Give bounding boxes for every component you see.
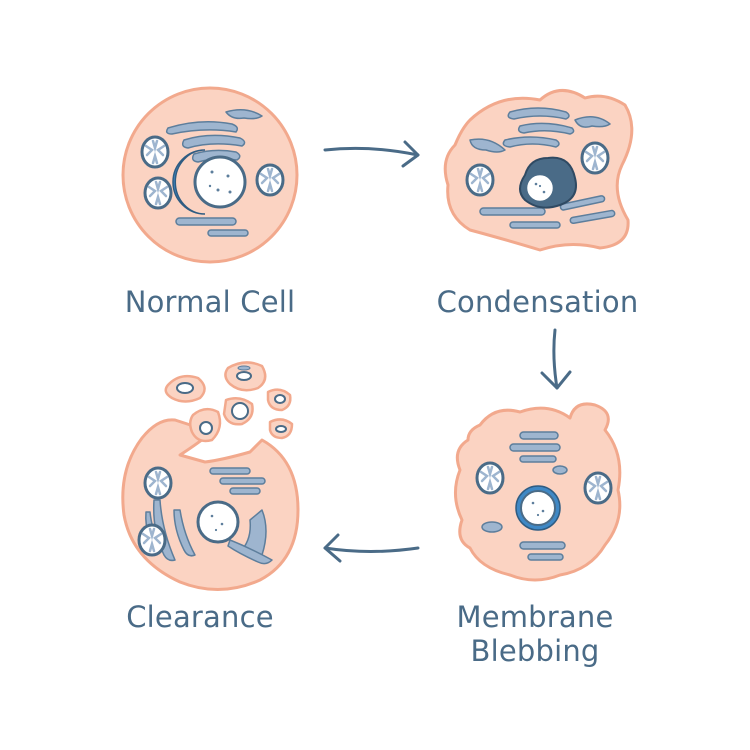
arrow-down [540, 328, 572, 390]
nuclear-envelope [172, 149, 206, 215]
label-clearance: Clearance [126, 600, 274, 634]
arrow-left [323, 533, 420, 563]
arrows [323, 140, 572, 563]
golgi-apparatus [165, 109, 263, 163]
condensed-cell [443, 89, 634, 252]
blebbing-cell [454, 402, 622, 582]
label-membrane-blebbing: Membrane Blebbing [420, 600, 650, 668]
nucleus [193, 155, 247, 209]
clearance-cell [121, 361, 300, 591]
normal-cell [121, 86, 299, 264]
label-normal-cell: Normal Cell [124, 285, 296, 319]
arrow-right [323, 140, 420, 168]
label-line-2: Blebbing [470, 634, 600, 668]
label-line-1: Membrane [456, 600, 614, 634]
nucleus [196, 500, 240, 544]
label-condensation: Condensation [436, 285, 639, 319]
